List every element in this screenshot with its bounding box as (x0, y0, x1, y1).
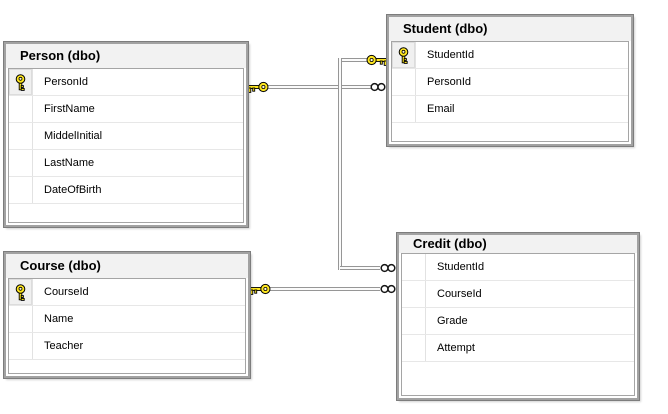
key-cell-empty (9, 306, 33, 332)
connector-line-vertical (338, 58, 342, 270)
column-name: LastName (44, 157, 95, 169)
connector-line-horizontal (266, 287, 380, 291)
primary-key-icon (9, 279, 33, 305)
column-row[interactable]: DateOfBirth (9, 177, 243, 204)
column-row[interactable]: Attempt (402, 335, 634, 362)
infinity-icon (379, 262, 397, 274)
key-cell-empty (402, 281, 426, 307)
column-name: Email (427, 103, 455, 115)
column-row[interactable]: PersonId (9, 69, 243, 96)
key-cell-empty (9, 177, 33, 203)
column-name: Teacher (44, 340, 84, 352)
column-row[interactable]: LastName (9, 150, 243, 177)
column-name: PersonId (427, 76, 472, 88)
primary-key-icon (9, 69, 33, 95)
primary-key-icon (392, 42, 416, 68)
column-name: PersonId (44, 76, 89, 88)
column-row[interactable]: Grade (402, 308, 634, 335)
connector-line-horizontal (264, 85, 374, 89)
column-name: DateOfBirth (44, 184, 102, 196)
key-cell-empty (402, 308, 426, 334)
column-row[interactable]: StudentId (392, 42, 628, 69)
column-row[interactable]: CourseId (9, 279, 245, 306)
column-name: MiddelInitial (44, 130, 103, 142)
infinity-icon (379, 283, 397, 295)
key-cell-empty (9, 333, 33, 359)
key-cell-empty (402, 335, 426, 361)
column-row[interactable]: Teacher (9, 333, 245, 360)
table-course-title[interactable]: Course (dbo) (6, 254, 248, 278)
key-cell-empty (392, 96, 416, 122)
column-row[interactable]: Name (9, 306, 245, 333)
column-name: StudentId (427, 49, 475, 61)
column-name: CourseId (437, 288, 482, 300)
key-icon (366, 54, 388, 66)
column-name: FirstName (44, 103, 95, 115)
table-credit-title[interactable]: Credit (dbo) (399, 235, 637, 253)
key-cell-empty (9, 96, 33, 122)
key-cell-empty (9, 150, 33, 176)
key-cell-empty (392, 69, 416, 95)
connector-line-horizontal (340, 266, 380, 270)
connector-line-horizontal (340, 58, 370, 62)
column-name: CourseId (44, 286, 89, 298)
key-cell-empty (402, 254, 426, 280)
column-row[interactable]: CourseId (402, 281, 634, 308)
column-name: Name (44, 313, 74, 325)
key-icon (247, 81, 269, 93)
column-row[interactable]: Email (392, 96, 628, 123)
column-row[interactable]: StudentId (402, 254, 634, 281)
table-person-title[interactable]: Person (dbo) (6, 44, 246, 68)
column-row[interactable]: PersonId (392, 69, 628, 96)
infinity-icon (369, 81, 387, 93)
column-name: Grade (437, 315, 468, 327)
column-row[interactable]: FirstName (9, 96, 243, 123)
column-name: Attempt (437, 342, 475, 354)
column-name: StudentId (437, 261, 485, 273)
key-cell-empty (9, 123, 33, 149)
key-icon (249, 283, 271, 295)
column-row[interactable]: MiddelInitial (9, 123, 243, 150)
table-student-title[interactable]: Student (dbo) (389, 17, 631, 41)
